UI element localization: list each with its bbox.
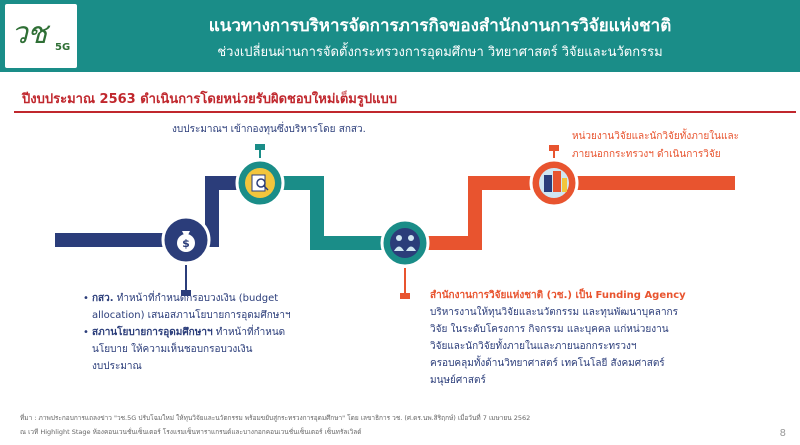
pin-node4-cap — [549, 145, 559, 151]
right-block-line-1: บริหารงานให้ทุนวิจัยและนวัตกรรม และทุนพั… — [430, 307, 678, 318]
logo-5g-badge: 5G — [55, 42, 71, 53]
right-block-line-5: มนุษย์ศาสตร์ — [430, 375, 486, 386]
left-bullet-2-bold: สภานโยบายการอุดมศึกษาฯ — [92, 327, 213, 338]
page-subtitle: ช่วงเปลี่ยนผ่านการจัดตั้งกระทรวงการอุดมศ… — [217, 45, 663, 60]
left-bullet-1-bold: กสว. — [92, 293, 114, 304]
pin-node2-cap — [255, 144, 265, 150]
page-number: 8 — [779, 428, 786, 439]
nrct-logo: วช 5G — [5, 4, 77, 68]
timeline-segment-3 — [282, 176, 383, 250]
annotation-researchers-1: หน่วยงานวิจัยและนักวิจัยทั้งภายในและ — [572, 131, 739, 142]
page-title: แนวทางการบริหารจัดการภารกิจของสำนักงานกา… — [208, 16, 672, 36]
footer-source-1: ที่มา : ภาพประกอบการแถลงข่าว "วช.5G ปรับ… — [20, 414, 531, 422]
left-bullet-1-text: ทำหน้าที่กำหนดกรอบวงเงิน (budget — [113, 293, 279, 304]
pin-node3-cap — [400, 293, 410, 299]
left-bullet-1-cont: allocation) เสนอสภานโยบายการอุดมศึกษาฯ — [92, 310, 291, 321]
footer-source-2: ณ เวที Highlight Stage ห้องคอนเวนชั่นเซ็… — [20, 428, 362, 436]
document-search-icon — [235, 158, 285, 208]
building-icon — [529, 158, 579, 208]
logo-text: วช — [11, 16, 47, 51]
right-block-line-2: วิจัย ในระดับโครงการ กิจกรรม และบุคคล แก… — [430, 324, 669, 335]
left-bullet-1: กสว. ทำหน้าที่กำหนดกรอบวงเงิน (budget — [83, 290, 279, 307]
money-bag-icon: $ — [161, 215, 211, 265]
timeline-segment-4 — [427, 176, 532, 250]
people-icon — [380, 218, 430, 268]
right-block-line-3: วิจัยและนักวิจัยทั้งภายในและภายนอกกระทรว… — [430, 341, 637, 352]
left-bullet-2: สภานโยบายการอุดมศึกษาฯ ทำหน้าที่กำหนด — [83, 324, 286, 341]
right-block-line-4: ครอบคลุมทั้งด้านวิทยาศาสตร์ เทคโนโลยี สั… — [430, 358, 665, 369]
left-bullet-2-cont: นโยบาย ให้ความเห็นชอบกรอบวงเงิน — [92, 344, 253, 355]
annotation-budget-fund: งบประมาณฯ เข้ากองทุนซึ่งบริหารโดย สกสว. — [172, 124, 366, 135]
section-heading: ปีงบประมาณ 2563 ดำเนินการโดยหน่วยรับผิดช… — [22, 92, 397, 107]
left-bullet-2-text: ทำหน้าที่กำหนด — [212, 327, 286, 338]
right-block-title: สำนักงานการวิจัยแห่งชาติ (วช.) เป็น Fund… — [430, 290, 686, 301]
left-bullet-2-cont2: งบประมาณ — [92, 361, 142, 372]
annotation-researchers-2: ภายนอกกระทรวงฯ ดำเนินการวิจัย — [572, 149, 721, 160]
heading-divider — [14, 111, 796, 113]
svg-text:$: $ — [182, 237, 190, 250]
header-bar: วช 5G แนวทางการบริหารจัดการภารกิจของสำนั… — [0, 0, 800, 72]
